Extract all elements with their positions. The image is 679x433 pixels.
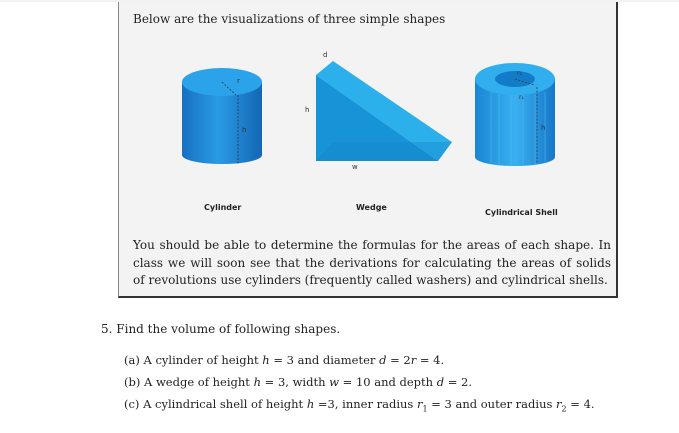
question-number: 5. (101, 322, 113, 336)
wedge-label-h: h (305, 106, 309, 114)
math-var: r (416, 397, 423, 411)
question-text: Find the volume of following shapes. (116, 322, 341, 336)
part-text: = 4. (416, 353, 445, 367)
part-text: = 3 and diameter (269, 353, 380, 367)
math-subscript: 2 (561, 404, 567, 414)
explanation-paragraph: You should be able to determine the form… (133, 238, 611, 287)
math-var: h (262, 353, 270, 367)
intro-text: Below are the visualizations of three si… (133, 12, 446, 26)
shell-label-r1: r₁ (519, 94, 524, 101)
wedge-label-d: d (323, 51, 327, 59)
math-var: h (253, 375, 261, 389)
wedge-shape: d h w (305, 51, 452, 171)
shapes-figure: r h d h w r₂ r₁ h (182, 51, 555, 171)
part-text: A wedge of height (144, 375, 254, 389)
part-text: = 3, width (261, 375, 330, 389)
math-var: h (306, 397, 315, 411)
cylinder-label-r: r (237, 77, 240, 85)
math-var: w (329, 375, 339, 389)
question-parts: (a) A cylinder of height h = 3 and diame… (124, 349, 595, 415)
caption-cylinder: Cylinder (204, 203, 242, 212)
caption-wedge: Wedge (356, 203, 387, 212)
part-text: A cylinder of height (143, 353, 263, 367)
part-text: = 3 and outer radius (427, 397, 557, 411)
shell-shape: r₂ r₁ h (475, 63, 555, 166)
cylinder-label-h: h (242, 126, 246, 134)
math-var: r (556, 397, 562, 411)
caption-cylindrical-shell: Cylindrical Shell (485, 208, 558, 217)
cylinder-shape: r h (182, 68, 262, 164)
part-c: (c) A cylindrical shell of height h =3, … (124, 393, 595, 415)
math-var: r (410, 353, 417, 367)
part-b: (b) A wedge of height h = 3, width w = 1… (124, 371, 595, 393)
shell-label-h: h (541, 124, 545, 132)
math-subscript: 1 (422, 404, 428, 414)
part-label: (a) (124, 353, 140, 367)
math-var: d (379, 353, 387, 367)
part-text: = 2 (386, 353, 411, 367)
part-text: A cylindrical shell of height (143, 397, 307, 411)
part-a: (a) A cylinder of height h = 3 and diame… (124, 349, 595, 371)
part-text: = 2. (444, 375, 473, 389)
part-label: (c) (124, 397, 140, 411)
question-5: 5. Find the volume of following shapes. (101, 322, 340, 336)
part-text: =3, inner radius (314, 397, 417, 411)
math-var: d (436, 375, 445, 389)
part-text: = 10 and depth (339, 375, 437, 389)
top-rule (0, 0, 679, 2)
part-text: = 4. (566, 397, 595, 411)
info-box: Below are the visualizations of three si… (118, 2, 618, 298)
wedge-label-w: w (352, 163, 358, 171)
shell-label-r2: r₂ (517, 70, 522, 77)
part-label: (b) (124, 375, 141, 389)
